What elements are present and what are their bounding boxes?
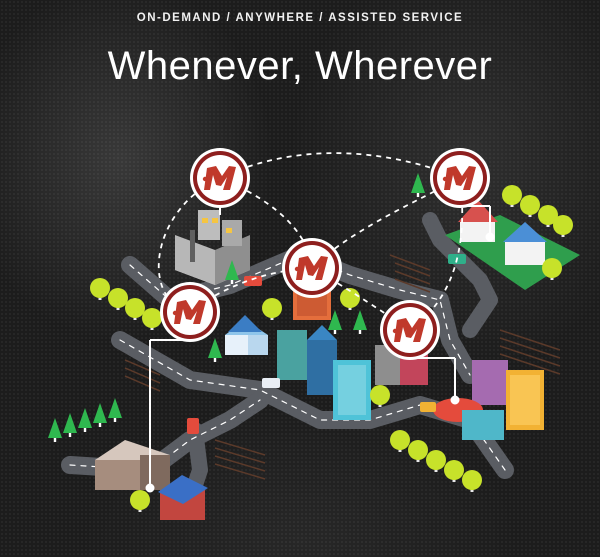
house-icon: [225, 315, 268, 355]
building-icon: [433, 360, 544, 440]
factory-icon: [175, 210, 250, 285]
location-pin-icon[interactable]: [160, 282, 220, 342]
hero-eyebrow: ON-DEMAND / ANYWHERE / ASSISTED SERVICE: [136, 12, 464, 24]
building-icon: [95, 440, 208, 520]
location-pin-icon[interactable]: [380, 300, 440, 360]
location-pin-icon[interactable]: [430, 148, 490, 208]
hatched-lots: [124, 254, 561, 480]
location-pin-icon[interactable]: [190, 148, 250, 208]
house-icon: [458, 200, 547, 265]
hero-headline: Whenever, Wherever: [107, 44, 493, 88]
location-pin-icon[interactable]: [282, 238, 342, 298]
